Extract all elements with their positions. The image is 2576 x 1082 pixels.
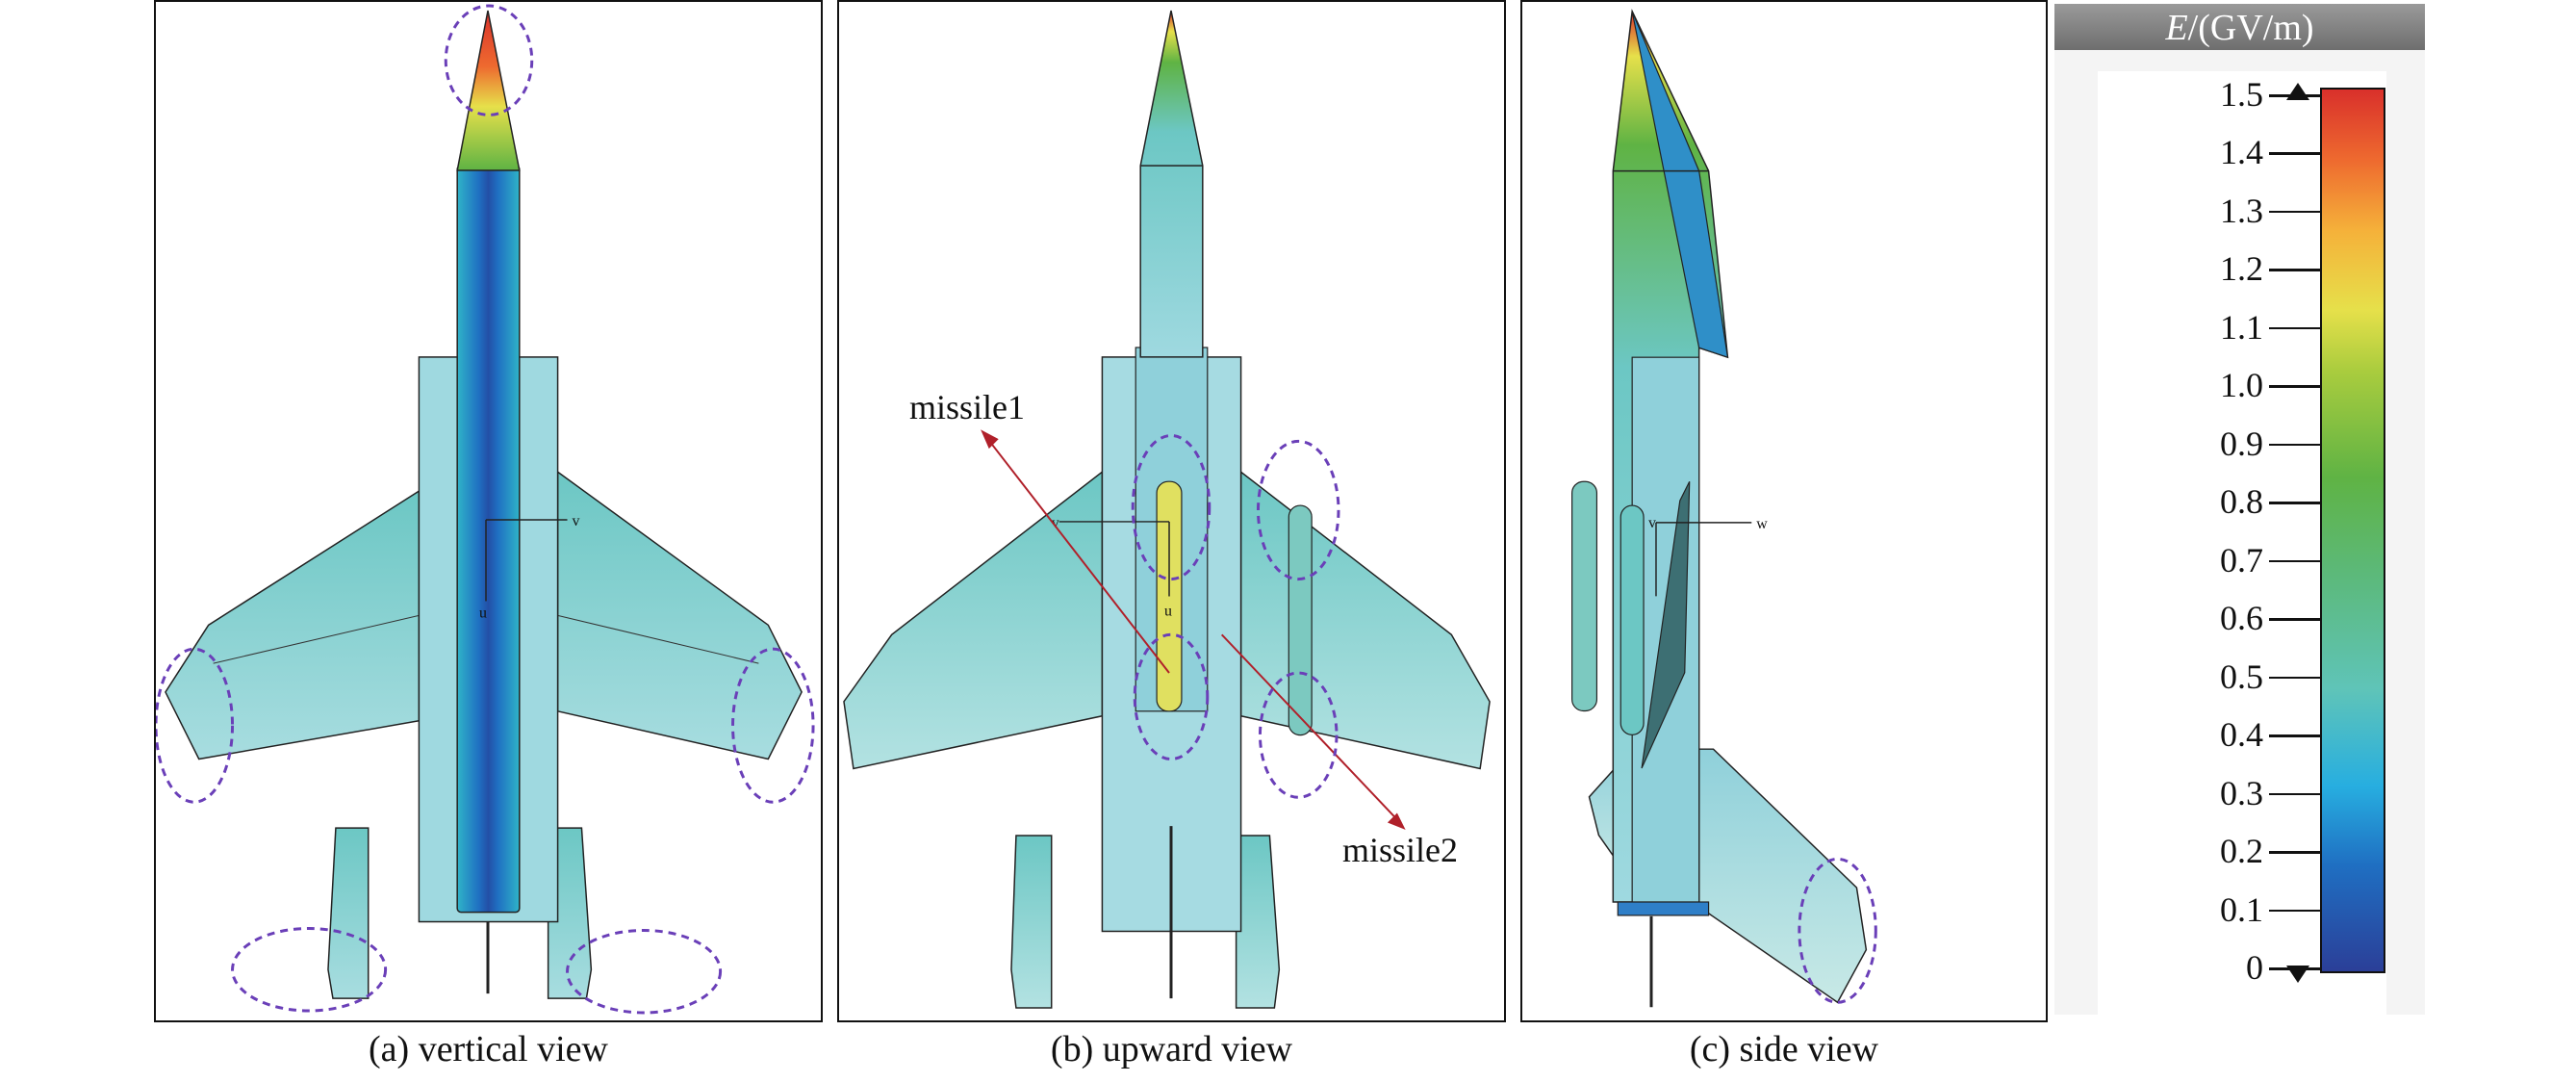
aircraft-upward-view: v u: [843, 10, 1491, 1009]
colorbar-min-marker: [2286, 966, 2309, 983]
colorbar-tick-label: 1.1: [2220, 307, 2263, 347]
colorbar-tick-mark: [2269, 385, 2321, 388]
colorbar-tick-label: 0.4: [2220, 715, 2263, 755]
colorbar-tick-label: 1.0: [2220, 366, 2263, 405]
tail-fin-left: [327, 827, 370, 999]
colorbar-title-unit: /(GV/m): [2187, 8, 2314, 48]
tail-fin-right: [547, 827, 593, 999]
colorbar-tick-label: 1.5: [2220, 75, 2263, 114]
axis-v-label: v: [1052, 515, 1059, 531]
panel-upward-view: v u: [837, 0, 1506, 1022]
colorbar-tick-label: 0.9: [2220, 424, 2263, 463]
colorbar-tick-label: 0.1: [2220, 889, 2263, 929]
nose-cone: [456, 10, 521, 171]
colorbar-tick-mark: [2269, 909, 2321, 913]
colorbar-tick-mark: [2269, 326, 2321, 330]
caption-side-view: (c) side view: [1689, 1029, 1879, 1069]
colorbar-tick-label: 0.3: [2220, 773, 2263, 812]
axis-u-label: u: [1164, 603, 1172, 619]
missile2-body: [1288, 504, 1313, 736]
colorbar-max-marker: [2286, 83, 2309, 100]
fuselage: [456, 165, 521, 914]
colorbar-tick-mark: [2269, 210, 2321, 214]
colorbar-tick-label: 1.4: [2220, 133, 2263, 172]
colorbar-gradient: [2320, 88, 2385, 973]
axis-u-label: u: [479, 605, 487, 621]
colorbar-tick-label: 0.8: [2220, 482, 2263, 522]
high-field-regions: [1131, 433, 1340, 799]
colorbar-tick-mark: [2269, 618, 2321, 621]
aircraft-side-view: v w: [1571, 9, 1877, 1008]
colorbar-tick-label: 0.7: [2220, 540, 2263, 580]
colorbar-title-var: E: [2165, 8, 2188, 48]
caption-upward-view: (b) upward view: [1050, 1029, 1293, 1069]
axis-w-label: w: [1756, 516, 1768, 532]
panel-vertical-view: v u: [154, 0, 823, 1022]
high-field-regions: [1798, 857, 1877, 1004]
aircraft-vertical-view: v u: [156, 4, 815, 1015]
axis-v-label: v: [572, 513, 579, 529]
colorbar-tick-label: 0.2: [2220, 832, 2263, 871]
colorbar-tick-mark: [2269, 269, 2321, 271]
wing-right: [556, 470, 803, 760]
colorbar-tick-label: 0.6: [2220, 599, 2263, 638]
colorbar-tick-mark: [2269, 559, 2321, 563]
panel-side-view: v w: [1520, 0, 2048, 1022]
colorbar-tick-label: 0: [2246, 948, 2263, 987]
colorbar-tick-mark: [2269, 443, 2321, 447]
missile1-label: missile1: [909, 388, 1026, 426]
colorbar-tick-mark: [2269, 152, 2321, 155]
colorbar-tick-mark: [2269, 734, 2321, 737]
colorbar-tick-label: 1.2: [2220, 249, 2263, 289]
colorbar-tick-mark: [2269, 851, 2321, 854]
colorbar-tick-label: 0.5: [2220, 657, 2263, 696]
colorbar-title: E/(GV/m): [2054, 4, 2425, 50]
missile2-label: missile2: [1342, 831, 1459, 869]
colorbar-tick-mark: [2269, 676, 2321, 680]
high-field-regions: [156, 4, 815, 1015]
wing-left: [165, 489, 421, 760]
colorbar-tick-mark: [2269, 792, 2321, 796]
axis-v-label: v: [1648, 515, 1656, 531]
annotation-arrows: [981, 429, 1406, 830]
colorbar-tick-label: 1.3: [2220, 191, 2263, 230]
caption-vertical-view: (a) vertical view: [369, 1029, 608, 1069]
colorbar-tick-mark: [2269, 502, 2321, 504]
